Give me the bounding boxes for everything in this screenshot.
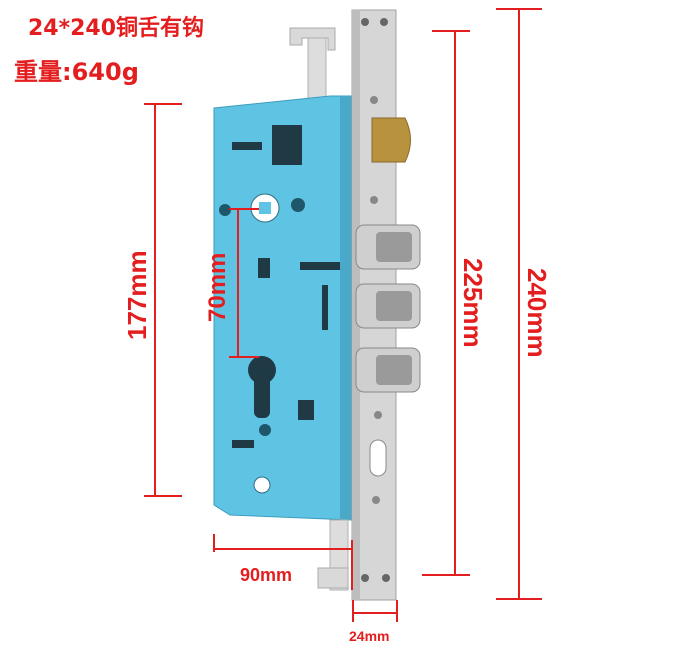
dim-cap-225-top	[432, 30, 470, 32]
bottom-hook	[317, 567, 349, 589]
weight-label: 重量:640g	[14, 58, 139, 86]
dim-cap-70-bottom	[229, 356, 259, 358]
dim-label-90: 90mm	[240, 565, 293, 585]
bottom-screw-hole	[253, 476, 271, 494]
dim-line-240	[518, 8, 520, 600]
dim-label-24: 24mm	[349, 628, 390, 644]
dim-line-177	[154, 103, 156, 497]
dim-label-177: 177mm	[122, 250, 152, 340]
dim-cap-177-top	[144, 103, 182, 105]
screw-top	[370, 96, 378, 104]
spring-window	[272, 125, 302, 165]
dim-cap-240-bottom	[496, 598, 542, 600]
dim-cap-90-right	[351, 540, 353, 590]
dim-line-24	[352, 612, 398, 614]
body-hole-2	[291, 198, 305, 212]
top-hook	[289, 27, 336, 51]
dim-line-90	[213, 548, 353, 550]
dim-cap-90-left	[213, 534, 215, 552]
screw-hole-bottom-2	[382, 574, 390, 582]
screw-hole-top-1	[361, 18, 369, 26]
body-shading	[340, 96, 352, 520]
dim-line-225	[454, 30, 456, 576]
dim-cap-70-top	[229, 208, 259, 210]
dim-cap-225-bottom	[422, 574, 470, 576]
screw-bottom	[372, 496, 380, 504]
latch-bolt	[371, 117, 411, 163]
screw-low	[374, 411, 382, 419]
dim-label-240: 240mm	[522, 268, 552, 358]
dim-label-70: 70mm	[204, 252, 231, 322]
top-hook-bar	[307, 37, 327, 103]
dim-cap-24-left	[352, 600, 354, 622]
screw-hole-bottom-1	[361, 574, 369, 582]
body-hole-1	[219, 204, 231, 216]
dim-line-70	[237, 208, 239, 358]
screw-hole-top-2	[380, 18, 388, 26]
dim-cap-24-right	[396, 600, 398, 622]
deadbolts	[355, 224, 421, 393]
screw-mid	[370, 196, 378, 204]
product-title: 24*240铜舌有钩	[28, 16, 205, 41]
slot	[369, 439, 387, 477]
dim-label-225: 225mm	[458, 258, 488, 348]
dim-cap-177-bottom	[144, 495, 182, 497]
dim-cap-240-top	[496, 8, 542, 10]
